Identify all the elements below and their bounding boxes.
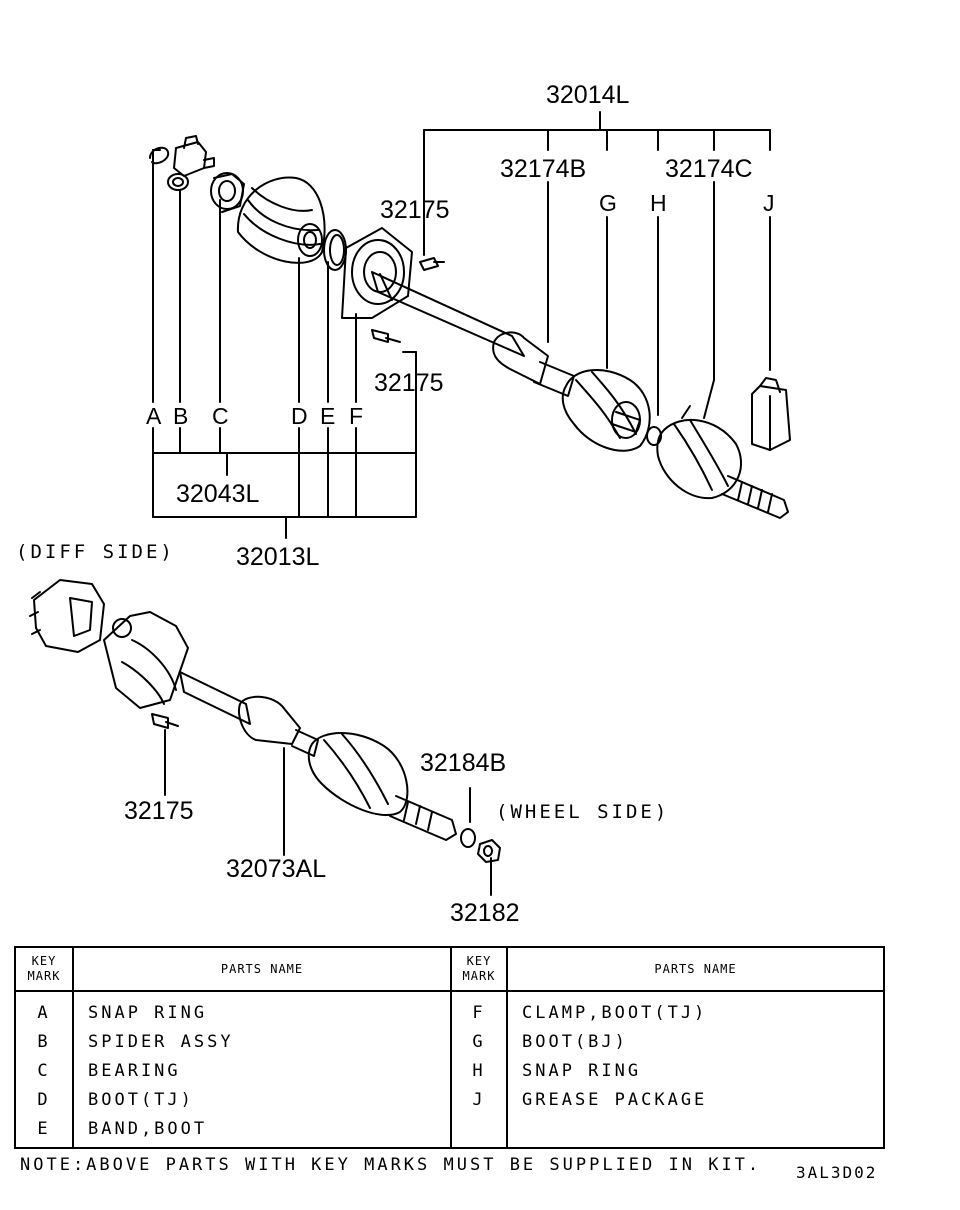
part-name: CLAMP,BOOT(TJ) bbox=[506, 991, 885, 1027]
exploded-parts-diagram: 32014L 32174B 32174C 32175 32175 32043L … bbox=[16, 81, 791, 927]
drive-shaft-upper bbox=[371, 271, 789, 519]
key-letter-d: D bbox=[291, 403, 308, 429]
part-name: SNAP RING bbox=[506, 1056, 885, 1085]
parts-name-header-left: PARTS NAME bbox=[72, 946, 452, 992]
part-number-32043L: 32043L bbox=[176, 480, 260, 508]
spider-assy-b bbox=[167, 135, 215, 191]
bolt-mid bbox=[371, 329, 401, 343]
bolt-lower bbox=[151, 713, 179, 729]
table-row: D BOOT(TJ) J GREASE PACKAGE bbox=[14, 1085, 885, 1114]
key-mark: D bbox=[14, 1085, 74, 1114]
key-mark: H bbox=[450, 1056, 508, 1085]
key-mark: G bbox=[450, 1027, 508, 1056]
diff-side-label: (DIFF SIDE) bbox=[16, 541, 175, 563]
part-name: BEARING bbox=[72, 1056, 452, 1085]
nut-32182 bbox=[477, 839, 501, 863]
boot-32174c bbox=[656, 418, 742, 500]
key-letter-b: B bbox=[173, 403, 188, 429]
part-name: SPIDER ASSY bbox=[72, 1027, 452, 1056]
lower-bj-boot bbox=[307, 732, 409, 817]
clamp-boot-f bbox=[341, 227, 413, 319]
part-name bbox=[506, 1114, 885, 1149]
key-mark bbox=[450, 1114, 508, 1149]
table-row: C BEARING H SNAP RING bbox=[14, 1056, 885, 1085]
part-name: BAND,BOOT bbox=[72, 1114, 452, 1149]
part-number-32013L: 32013L bbox=[236, 543, 320, 571]
boot-bj-g bbox=[561, 368, 651, 452]
part-number-32182: 32182 bbox=[450, 899, 520, 927]
part-number-32174C: 32174C bbox=[665, 155, 753, 183]
key-letter-c: C bbox=[212, 403, 229, 429]
bearing-c bbox=[210, 172, 245, 213]
mark-header-line2: MARK bbox=[27, 969, 61, 983]
drawing-code: 3AL3D02 bbox=[796, 1163, 878, 1182]
snap-ring-a bbox=[149, 146, 170, 165]
upper-exploded-assembly bbox=[149, 135, 791, 519]
key-letter-j: J bbox=[763, 190, 775, 216]
key-mark: B bbox=[14, 1027, 74, 1056]
table-row: E BAND,BOOT bbox=[14, 1114, 885, 1149]
part-number-32073AL: 32073AL bbox=[226, 855, 326, 883]
part-name: BOOT(BJ) bbox=[506, 1027, 885, 1056]
lower-splined-shaft bbox=[389, 795, 457, 841]
part-number-32174B: 32174B bbox=[500, 155, 586, 183]
part-number-32175-low: 32175 bbox=[124, 797, 194, 825]
table-row: A SNAP RING F CLAMP,BOOT(TJ) bbox=[14, 991, 885, 1027]
boot-tj-d bbox=[236, 176, 326, 264]
key-mark: J bbox=[450, 1085, 508, 1114]
parts-key-table: KEY MARK PARTS NAME KEY MARK PARTS NAME … bbox=[14, 946, 885, 1149]
drive-shaft-lower bbox=[179, 671, 319, 757]
wheel-side-label: (WHEEL SIDE) bbox=[496, 801, 669, 823]
key-header-line1: KEY bbox=[31, 954, 57, 968]
part-name: BOOT(TJ) bbox=[72, 1085, 452, 1114]
key-letter-g: G bbox=[599, 190, 617, 216]
band-boot-e bbox=[323, 229, 347, 271]
leader-lines bbox=[152, 111, 771, 896]
key-mark: E bbox=[14, 1114, 74, 1149]
key-letter-h: H bbox=[650, 190, 667, 216]
key-mark: C bbox=[14, 1056, 74, 1085]
grease-package-j bbox=[751, 377, 791, 451]
washer-32184b bbox=[460, 828, 476, 848]
key-letter-e: E bbox=[320, 403, 335, 429]
part-number-32014L: 32014L bbox=[546, 81, 630, 109]
key-mark: F bbox=[450, 991, 508, 1027]
part-number-32184B: 32184B bbox=[420, 749, 506, 777]
part-number-32175-top: 32175 bbox=[380, 196, 450, 224]
key-mark: A bbox=[14, 991, 74, 1027]
part-number-32175-mid: 32175 bbox=[374, 369, 444, 397]
part-name: SNAP RING bbox=[72, 991, 452, 1027]
diff-side-gear bbox=[29, 579, 105, 653]
key-mark-header-right: KEY MARK bbox=[450, 946, 508, 992]
parts-name-header-right: PARTS NAME bbox=[506, 946, 885, 992]
key-header-line1: KEY bbox=[466, 954, 492, 968]
key-mark-header-left: KEY MARK bbox=[14, 946, 74, 992]
bolt-upper bbox=[419, 257, 445, 271]
snap-ring-h bbox=[646, 426, 662, 446]
key-letter-f: F bbox=[349, 403, 363, 429]
key-letter-a: A bbox=[146, 403, 162, 429]
mark-header-line2: MARK bbox=[462, 969, 496, 983]
lower-tj-housing bbox=[103, 611, 189, 709]
kit-note: NOTE:ABOVE PARTS WITH KEY MARKS MUST BE … bbox=[20, 1155, 762, 1175]
lower-assembled-view bbox=[29, 579, 501, 863]
part-name: GREASE PACKAGE bbox=[506, 1085, 885, 1114]
table-row: B SPIDER ASSY G BOOT(BJ) bbox=[14, 1027, 885, 1056]
